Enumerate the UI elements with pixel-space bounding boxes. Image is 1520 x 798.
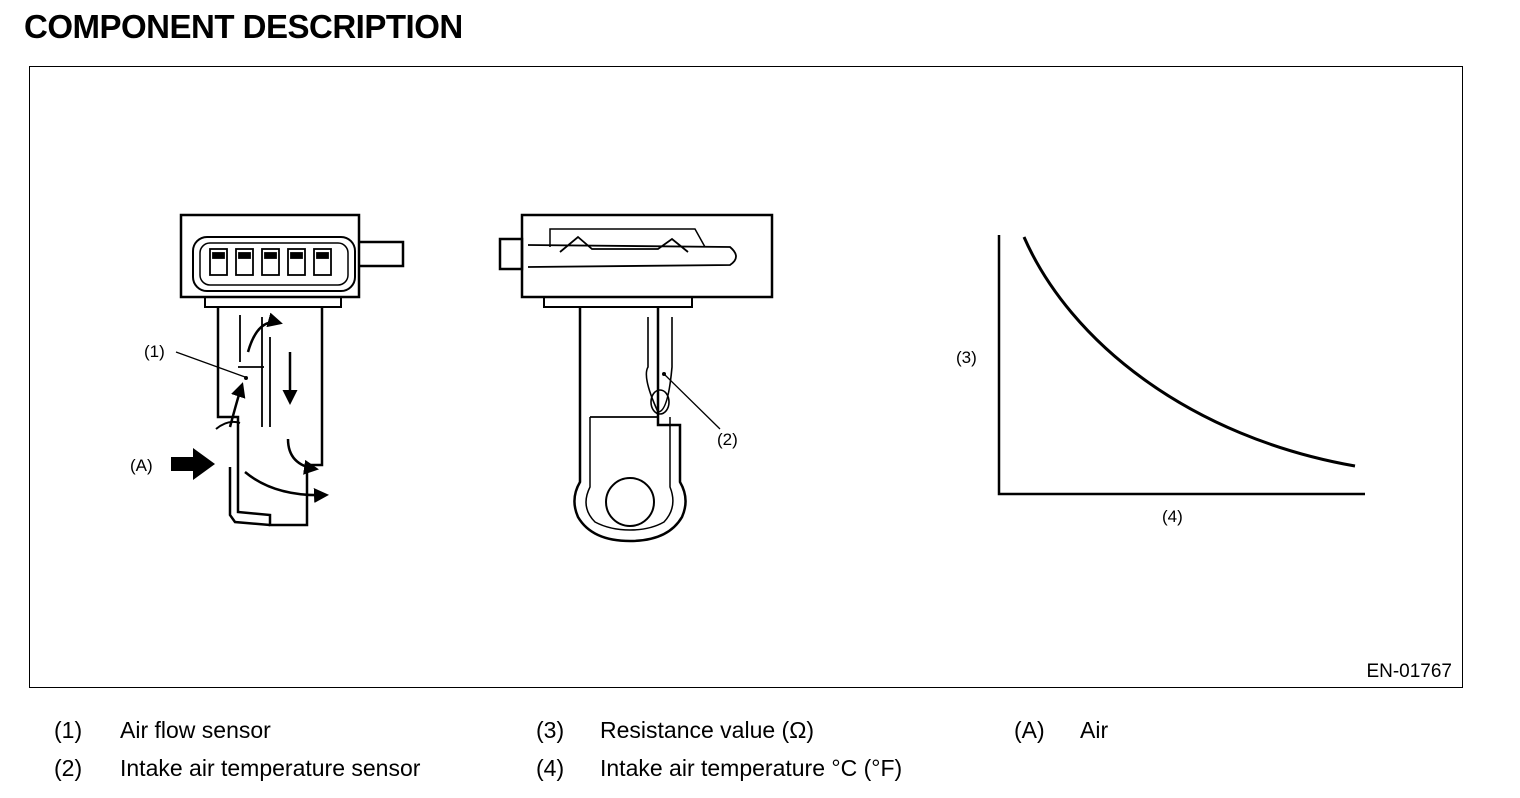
air-flow-meter-front-view [171,213,405,527]
page-title: COMPONENT DESCRIPTION [24,8,463,45]
figure-frame: (1) (2) (3) (4) (A) EN-01767 [29,66,1463,688]
callout-4: (4) [1162,507,1183,526]
callout-a: (A) [130,456,153,475]
callout-3: (3) [956,348,977,367]
legend-key-2: (2) [54,755,83,781]
legend-key-4: (4) [536,755,565,781]
legend-text-4: Intake air temperature °C (°F) [600,755,903,781]
legend-key-a: (A) [1014,717,1045,743]
callout-1: (1) [144,342,165,361]
figure-id: EN-01767 [1366,661,1452,682]
callout-2: (2) [717,430,738,449]
legend: (1) Air flow sensor (2) Intake air tempe… [0,700,1520,790]
legend-text-a: Air [1080,717,1109,743]
figure-illustration: (1) (2) (3) (4) (A) [130,213,1365,543]
resistance-temperature-graph [997,235,1365,496]
legend-key-3: (3) [536,717,565,743]
legend-key-1: (1) [54,717,83,743]
legend-text-2: Intake air temperature sensor [120,755,421,781]
air-flow-meter-side-view [498,213,774,543]
legend-text-1: Air flow sensor [120,717,271,743]
legend-text-3: Resistance value (Ω) [600,717,815,743]
